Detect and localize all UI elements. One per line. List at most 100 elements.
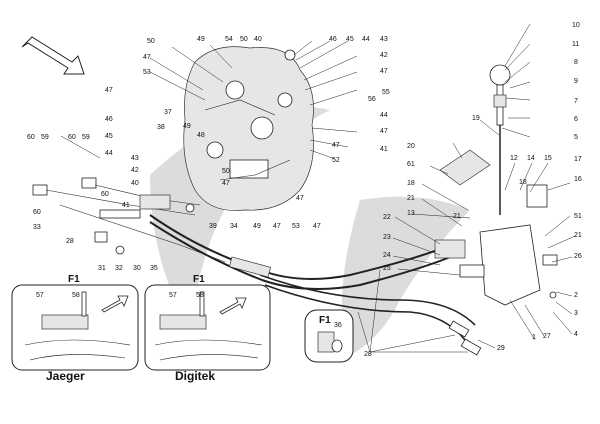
callout-48: 48 (197, 132, 205, 139)
inset-digitek: F1 Digitek (144, 274, 271, 383)
callout-23: 23 (383, 234, 391, 241)
callout-21-b: 21 (574, 232, 582, 239)
callout-58-a: 58 (72, 292, 80, 299)
callout-24: 24 (383, 252, 391, 259)
leader-lines (60, 23, 576, 353)
callout-21-a: 21 (407, 195, 415, 202)
callout-3: 3 (574, 310, 578, 317)
inset-digitek-label: Digitek (175, 369, 215, 383)
callout-28-a: 28 (66, 238, 74, 245)
callout-41-b: 41 (122, 202, 130, 209)
callout-58-b: 58 (196, 292, 204, 299)
callout-40-b: 40 (131, 180, 139, 187)
callout-38: 38 (157, 124, 165, 131)
callout-42-b: 42 (131, 167, 139, 174)
callout-1: 1 (532, 334, 536, 341)
callout-29: 29 (497, 345, 505, 352)
callout-35: 35 (150, 265, 158, 272)
inset-jaeger-title: F1 (68, 274, 80, 285)
callout-15: 15 (544, 155, 552, 162)
callout-18-b: 18 (519, 179, 527, 186)
callout-7: 7 (574, 98, 578, 105)
inset-jaeger-label: Jaeger (46, 369, 85, 383)
inset-cable-end: F1 (304, 309, 354, 363)
callout-30: 30 (133, 265, 141, 272)
callout-45-b: 45 (105, 133, 113, 140)
callout-49-b: 49 (183, 123, 191, 130)
callout-53-a: 53 (143, 69, 151, 76)
callout-2: 2 (574, 292, 578, 299)
callout-47-d: 47 (332, 142, 340, 149)
callout-50-a: 50 (147, 38, 155, 45)
direction-arrow-icon (21, 36, 85, 75)
callout-46-b: 46 (105, 116, 113, 123)
callout-56: 56 (368, 96, 376, 103)
callout-51: 51 (574, 213, 582, 220)
callout-54: 54 (225, 36, 233, 43)
callout-12: 12 (510, 155, 518, 162)
callout-19: 19 (472, 115, 480, 122)
callout-34: 34 (230, 223, 238, 230)
callout-47-h: 47 (313, 223, 321, 230)
callout-59-a: 59 (41, 134, 49, 141)
callout-6: 6 (574, 116, 578, 123)
callout-57-b: 57 (169, 292, 177, 299)
callout-47-c: 47 (380, 128, 388, 135)
gear-selector-assembly (434, 64, 558, 306)
callout-40-a: 40 (254, 36, 262, 43)
callout-43-b: 43 (131, 155, 139, 162)
callout-49-a: 49 (197, 36, 205, 43)
callout-61: 61 (407, 161, 415, 168)
callout-60-c: 60 (101, 191, 109, 198)
callout-60-a: 60 (27, 134, 35, 141)
callout-52: 52 (332, 157, 340, 164)
callout-18-a: 18 (407, 180, 415, 187)
callout-53-b: 53 (292, 223, 300, 230)
callout-14: 14 (527, 155, 535, 162)
callout-10: 10 (572, 22, 580, 29)
callout-26: 26 (574, 253, 582, 260)
callout-33: 33 (33, 224, 41, 231)
callout-44-a: 44 (362, 36, 370, 43)
callout-17: 17 (574, 156, 582, 163)
callout-59-b: 59 (82, 134, 90, 141)
inset-jaeger: F1 Jaeger (11, 274, 139, 383)
callout-50-c: 50 (222, 168, 230, 175)
callout-8: 8 (574, 59, 578, 66)
callout-60-b: 60 (68, 134, 76, 141)
callout-47-g: 47 (273, 223, 281, 230)
callout-4: 4 (574, 331, 578, 338)
callout-32: 32 (115, 265, 123, 272)
callout-11: 11 (572, 41, 579, 48)
callout-47-e: 47 (222, 180, 230, 187)
callout-31: 31 (98, 265, 106, 272)
callout-16: 16 (574, 176, 582, 183)
callout-47-i: 47 (296, 195, 304, 202)
callout-36: 36 (334, 322, 342, 329)
callout-39: 39 (209, 223, 217, 230)
callout-5: 5 (574, 134, 578, 141)
callout-13: 13 (407, 210, 415, 217)
callout-37: 37 (164, 109, 172, 116)
callout-25: 25 (383, 265, 391, 272)
callout-47-f: 47 (105, 87, 113, 94)
inset-cable-end-title: F1 (319, 315, 331, 326)
callout-labels: 10 11 8 9 7 6 5 19 20 61 12 14 15 17 16 … (27, 22, 582, 358)
callout-43-a: 43 (380, 36, 388, 43)
callout-9: 9 (574, 78, 578, 85)
callout-44-c: 44 (105, 150, 113, 157)
callout-41-a: 41 (380, 146, 388, 153)
callout-47-a: 47 (143, 54, 151, 61)
callout-27: 27 (543, 333, 551, 340)
callout-22: 22 (383, 214, 391, 221)
callout-46-a: 46 (329, 36, 337, 43)
callout-47-b: 47 (380, 68, 388, 75)
callout-42-a: 42 (380, 52, 388, 59)
callout-20: 20 (407, 143, 415, 150)
callout-57-a: 57 (36, 292, 44, 299)
callout-50-b: 50 (240, 36, 248, 43)
gearbox-housing (183, 46, 314, 211)
callout-55: 55 (382, 89, 390, 96)
callout-60-d: 60 (33, 209, 41, 216)
